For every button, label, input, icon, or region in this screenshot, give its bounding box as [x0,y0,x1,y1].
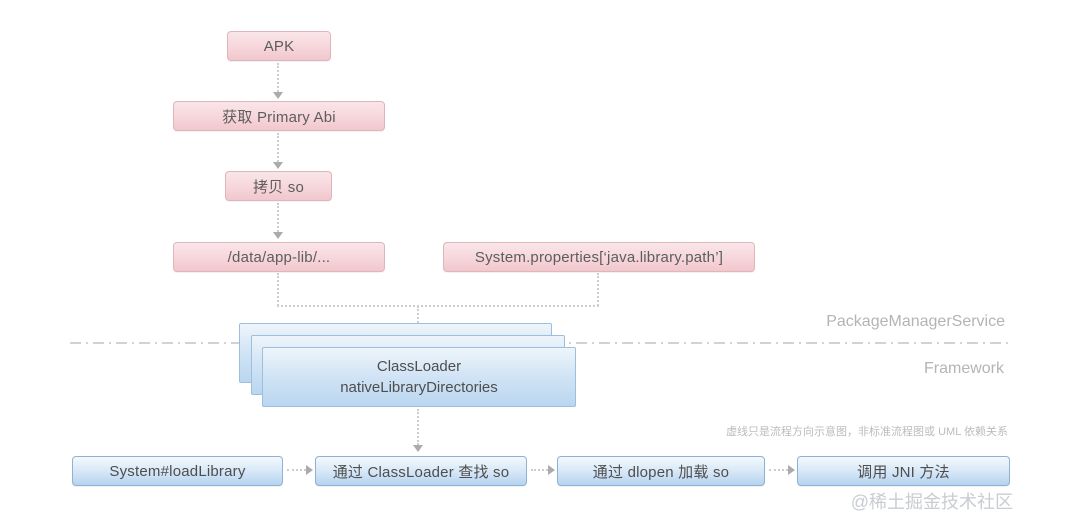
node-data-app-lib: /data/app-lib/... [173,242,385,272]
node-call-jni-method: 调用 JNI 方法 [797,456,1010,486]
arrow-right-icon [306,465,313,475]
arrow-right-icon [548,465,555,475]
node-system-loadlibrary: System#loadLibrary [72,456,283,486]
connector-apk-to-primary-abi [277,63,279,92]
connector-data-app-lib-drop [277,273,279,306]
node-copy-so: 拷贝 so [225,171,332,201]
watermark: @稀土掘金技术社区 [850,492,1013,512]
connector-copy-so-to-data-app-lib [277,203,279,232]
connector-system-properties-drop [597,273,599,306]
connector-dlopen-to-jni [769,469,788,471]
classloader-stack-line1: ClassLoader [376,358,462,375]
connector-loadlibrary-to-lookup [287,469,306,471]
dashed-line-note: 虚线只是流程方向示意图，非标准流程图或 UML 依赖关系 [726,426,1008,438]
classloader-stack-front: ClassLoader nativeLibraryDirectories [262,347,576,407]
arrow-down-icon [273,162,283,169]
arrow-down-icon [273,232,283,239]
layer-label-packagemanagerservice: PackageManagerService [826,313,1005,330]
layer-label-framework: Framework [923,360,1004,377]
arrow-down-icon [413,445,423,452]
node-system-properties: System.properties[‘java.library.path’] [443,242,755,272]
arrow-down-icon [273,92,283,99]
classloader-stack-line2: nativeLibraryDirectories [340,379,498,396]
connector-junction-to-stack [417,306,419,323]
node-dlopen-load-so: 通过 dlopen 加载 so [557,456,765,486]
connector-primary-abi-to-copy-so [277,133,279,162]
node-apk: APK [227,31,331,61]
arrow-right-icon [788,465,795,475]
connector-lookup-to-dlopen [531,469,548,471]
node-classloader-lookup-so: 通过 ClassLoader 查找 so [315,456,527,486]
node-get-primary-abi: 获取 Primary Abi [173,101,385,131]
connector-stack-to-lookup [417,409,419,445]
connector-junction-horizontal [277,305,599,307]
